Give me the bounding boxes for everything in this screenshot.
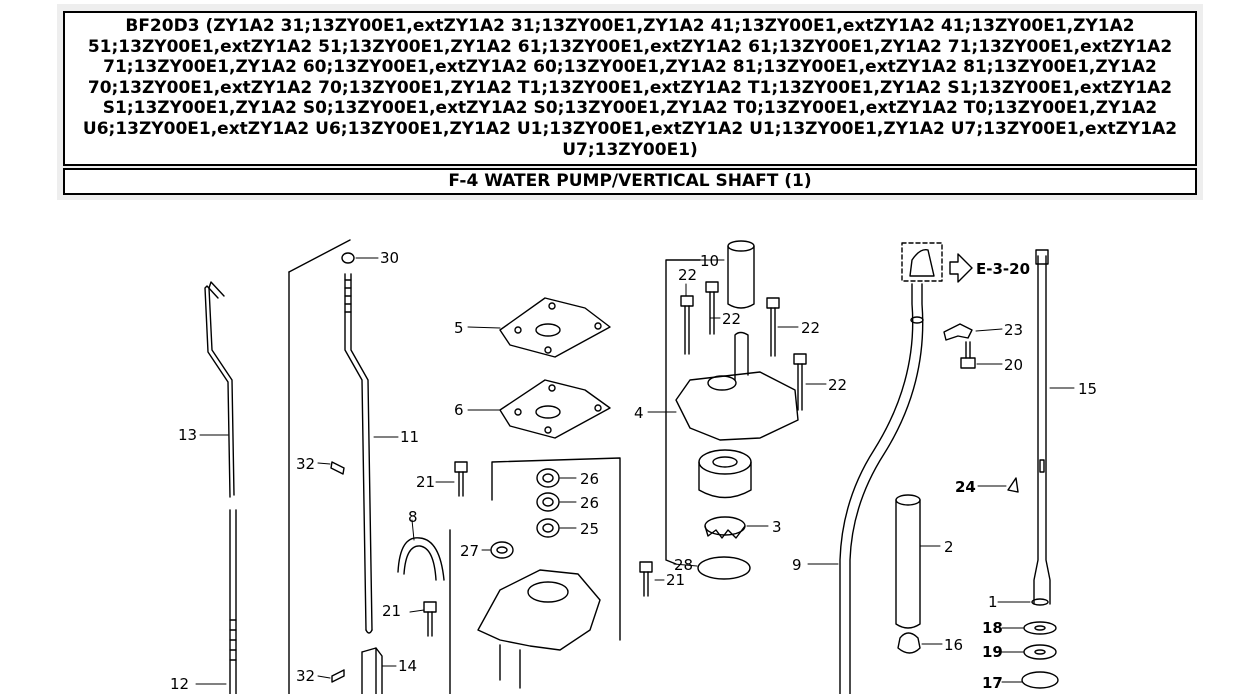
diagram-title: BF20D3 (ZY1A2 31;13ZY00E1,extZY1A2 31;13… [63,11,1197,166]
gasket-6 [499,379,611,439]
callout-21-a: 21 [416,473,435,491]
callout-4: 4 [634,404,644,422]
callout-30: 30 [380,249,399,267]
callout-1: 1 [988,593,998,611]
callout-32-upper: 32 [296,455,315,473]
washer-1 [1031,598,1049,606]
grommet-14 [361,647,383,694]
callout-18: 18 [982,619,1003,637]
o-ring-28 [697,556,751,580]
bolt-21-a [454,461,468,497]
impeller-housing-4 [675,331,799,441]
clip-23 [943,323,973,341]
plate-5 [499,297,611,358]
bolt-21-c [639,561,653,597]
callout-22-d: 22 [828,376,847,394]
callout-22-b: 22 [722,310,741,328]
callout-3: 3 [772,518,782,536]
callout-21-b: 21 [382,602,401,620]
callout-20: 20 [1004,356,1023,374]
leader-lines [195,257,1075,685]
parts-diagram: 30 11 13 32 32 14 12 8 5 6 21 21 21 26 2… [170,239,1097,694]
section-title: F-4 WATER PUMP/VERTICAL SHAFT (1) [63,168,1197,195]
callout-22-c: 22 [801,319,820,337]
leader-bracket [665,259,701,565]
bolt-22-d [793,353,807,411]
bolt-20 [960,341,976,369]
callout-2: 2 [944,538,954,556]
clip-8 [397,537,445,581]
callout-5: 5 [454,319,464,337]
pin-32-lower [331,669,345,683]
callout-25: 25 [580,520,599,538]
bolt-22-c [766,297,780,357]
callout-26-b: 26 [580,494,599,512]
callout-28: 28 [674,556,693,574]
reference-grommet [901,242,973,283]
callout-9: 9 [792,556,802,574]
bolt-21-b [423,601,437,637]
seal-17 [1021,671,1059,689]
washer-18 [1023,621,1057,635]
grommet-16 [897,632,921,654]
seal-26-b [536,492,560,512]
impeller-3 [704,516,746,539]
callout-6: 6 [454,401,464,419]
impeller-liner [698,449,752,499]
callout-19: 19 [982,643,1003,661]
tube-2 [895,494,921,629]
callout-14: 14 [398,657,417,675]
tube-10 [727,240,755,309]
callout-11: 11 [400,428,419,446]
callout-10: 10 [700,252,719,270]
vertical-shaft-15 [1033,249,1051,605]
arrow-ref-icon [949,253,973,283]
bolt-22-b [705,281,719,335]
callout-21-c: 21 [666,571,685,589]
seal-27 [490,541,514,559]
shift-rod-11 [288,239,373,694]
seal-19 [1023,644,1057,660]
callout-27: 27 [460,542,479,560]
water-tube-9 [839,283,924,694]
callout-16: 16 [944,636,963,654]
callout-26-a: 26 [580,470,599,488]
reference-label: E-3-20 [976,260,1030,278]
callout-22-a: 22 [678,266,697,284]
bolt-22-a [680,295,694,355]
seal-26-a [536,468,560,488]
pin-32-upper [330,461,345,475]
shift-rod-13 [204,281,237,694]
seal-25 [536,518,560,538]
callout-23: 23 [1004,321,1023,339]
callout-13: 13 [178,426,197,444]
callout-17: 17 [982,674,1003,692]
callout-8: 8 [408,508,418,526]
key-24 [1007,477,1019,493]
callout-15: 15 [1078,380,1097,398]
callout-32-lower: 32 [296,667,315,685]
callout-12: 12 [170,675,189,693]
pump-case [449,457,621,694]
callout-24: 24 [955,478,976,496]
